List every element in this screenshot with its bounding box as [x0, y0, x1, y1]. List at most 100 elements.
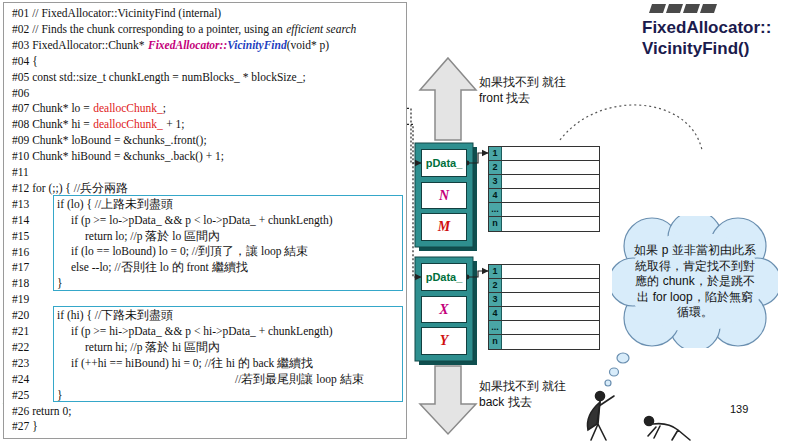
code-text: //若到最尾則讓 loop 結束 — [235, 373, 364, 385]
code-line: if (p >= lo->pData_ && p < lo->pData_ + … — [71, 212, 333, 228]
figure-cape — [588, 402, 601, 430]
code-text: #25 — [12, 389, 29, 401]
code-line: } — [57, 275, 63, 291]
code-line: if (lo) { //上路未到盡頭 — [57, 196, 173, 212]
figure-head — [645, 417, 654, 426]
code-text: #12 for (;;) { //兵分兩路 — [12, 182, 128, 194]
direction-note: 如果找不到 就往 front 找去 — [479, 74, 571, 106]
code-line: return hi; //p 落於 hi 區間內 — [85, 339, 220, 355]
code-text: deallocChunk_ — [93, 118, 163, 130]
block-row: 3 — [489, 175, 599, 189]
block-row: 4 — [489, 189, 599, 203]
block-index: ... — [489, 321, 502, 334]
thought-bubble — [610, 368, 619, 376]
block-index: 4 — [489, 189, 502, 202]
code-text: if (++hi == hiBound) hi = 0; //往 hi 的 ba… — [71, 357, 313, 369]
branch-box: if (hi) { //下路未到盡頭if (p >= hi->pData_ &&… — [53, 306, 403, 402]
code-line: } — [57, 387, 63, 403]
thought-bubble — [605, 380, 611, 386]
block-row: ... — [489, 321, 599, 335]
field-name: M — [438, 219, 450, 235]
block-row: 4 — [489, 307, 599, 321]
code-text: VicinityFind — [227, 39, 286, 51]
block-index: 2 — [489, 161, 502, 174]
pointer-connector — [467, 271, 488, 277]
code-line: #12 for (;;) { //兵分兩路 — [12, 180, 128, 196]
dotted-leader — [560, 105, 702, 150]
code-line: #21 — [12, 323, 29, 339]
field-name: pData_ — [426, 271, 463, 283]
field-name: N — [439, 188, 449, 204]
code-line: if (lo == loBound) lo = 0; //到頂了，讓 loop … — [71, 243, 308, 259]
code-line: #18 — [12, 275, 29, 291]
code-line: #05 const std::size_t chunkLength = numB… — [12, 69, 306, 85]
code-line: else --lo; //否則往 lo 的 front 繼續找 — [71, 259, 248, 275]
block-row: 3 — [489, 293, 599, 307]
member-field: M — [421, 213, 467, 241]
block-row: 2 — [489, 279, 599, 293]
figure-body — [648, 424, 690, 440]
code-text: #16 — [12, 246, 29, 258]
code-line: #20 — [12, 307, 29, 323]
code-line: if (hi) { //下路未到盡頭 — [57, 307, 173, 323]
code-line: #25 — [12, 387, 29, 403]
block-row: 1 — [489, 265, 599, 279]
block-list: 1234...n — [488, 264, 600, 350]
member-field: X — [421, 296, 467, 323]
pointer-connector — [407, 108, 421, 163]
block-index: 3 — [489, 293, 502, 306]
code-text: #24 — [12, 373, 29, 385]
code-line: #10 Chunk* hiBound = &chunks_.back() + 1… — [12, 148, 224, 164]
code-text: #15 — [12, 230, 29, 242]
code-text: (void* p) — [287, 39, 329, 51]
code-text: #10 Chunk* hiBound = &chunks_.back() + 1… — [12, 150, 224, 162]
slide-title: FixedAllocator:: VicinityFind() — [642, 17, 792, 60]
code-text: + 1; — [166, 118, 184, 130]
code-line: #08 Chunk* hi =deallocChunk_+ 1; — [12, 116, 185, 132]
code-text: #08 Chunk* hi = — [12, 118, 90, 130]
code-line: //若到最尾則讓 loop 結束 — [235, 371, 364, 387]
code-text: #22 — [12, 341, 29, 353]
thought-cloud: 如果 p 並非當初由此系統取得，肯定找不到對應的 chunk，於是跳不出 for… — [612, 216, 778, 348]
code-text: #02 // Finds the chunk corresponding to … — [12, 23, 283, 35]
code-text: #05 const std::size_t chunkLength = numB… — [12, 71, 306, 83]
cloud-fill — [627, 232, 763, 332]
block-index: n — [489, 217, 502, 231]
title-bar — [666, 4, 683, 13]
code-text: #04 { — [12, 55, 38, 67]
code-text: FixedAllocator:: — [148, 39, 227, 51]
block-row: 1 — [489, 147, 599, 161]
code-text: #07 Chunk* lo = — [12, 102, 90, 114]
code-text: #01 // FixedAllocator::VicinityFind (int… — [12, 7, 221, 19]
code-line: #06 — [12, 85, 29, 101]
code-line: #07 Chunk* lo =deallocChunk_; — [12, 100, 166, 116]
chunk-panel — [415, 257, 473, 361]
title-bar — [700, 4, 717, 13]
code-line: #16 — [12, 244, 29, 260]
code-text: #17 — [12, 261, 29, 273]
code-text: #06 — [12, 87, 29, 99]
code-text: if (hi) { //下路未到盡頭 — [57, 309, 173, 321]
field-name: pData_ — [426, 157, 463, 169]
block-index: 1 — [489, 147, 502, 160]
code-text: #14 — [12, 214, 29, 226]
code-text: return lo; //p 落於 lo 區間內 — [85, 230, 220, 242]
code-text: #09 Chunk* loBound = &chunks_.front(); — [12, 134, 207, 146]
code-line: #11 — [12, 164, 29, 180]
block-index: 3 — [489, 175, 502, 188]
code-text: #26 return 0; — [12, 405, 71, 417]
code-line: return lo; //p 落於 lo 區間內 — [85, 228, 220, 244]
field-name: Y — [440, 333, 449, 349]
member-field: Y — [421, 327, 467, 355]
code-text: if (p >= lo->pData_ && p < lo->pData_ + … — [71, 214, 333, 226]
code-line: #24 — [12, 371, 29, 387]
code-line: #19 — [12, 291, 29, 307]
code-text: #27 } — [12, 420, 38, 432]
code-line: #09 Chunk* loBound = &chunks_.front(); — [12, 132, 207, 148]
code-text: #21 — [12, 325, 29, 337]
block-index: 4 — [489, 307, 502, 320]
code-text: if (lo == loBound) lo = 0; //到頂了，讓 loop … — [71, 245, 308, 257]
code-text: ; — [163, 102, 166, 114]
pointer-connector — [467, 153, 488, 163]
